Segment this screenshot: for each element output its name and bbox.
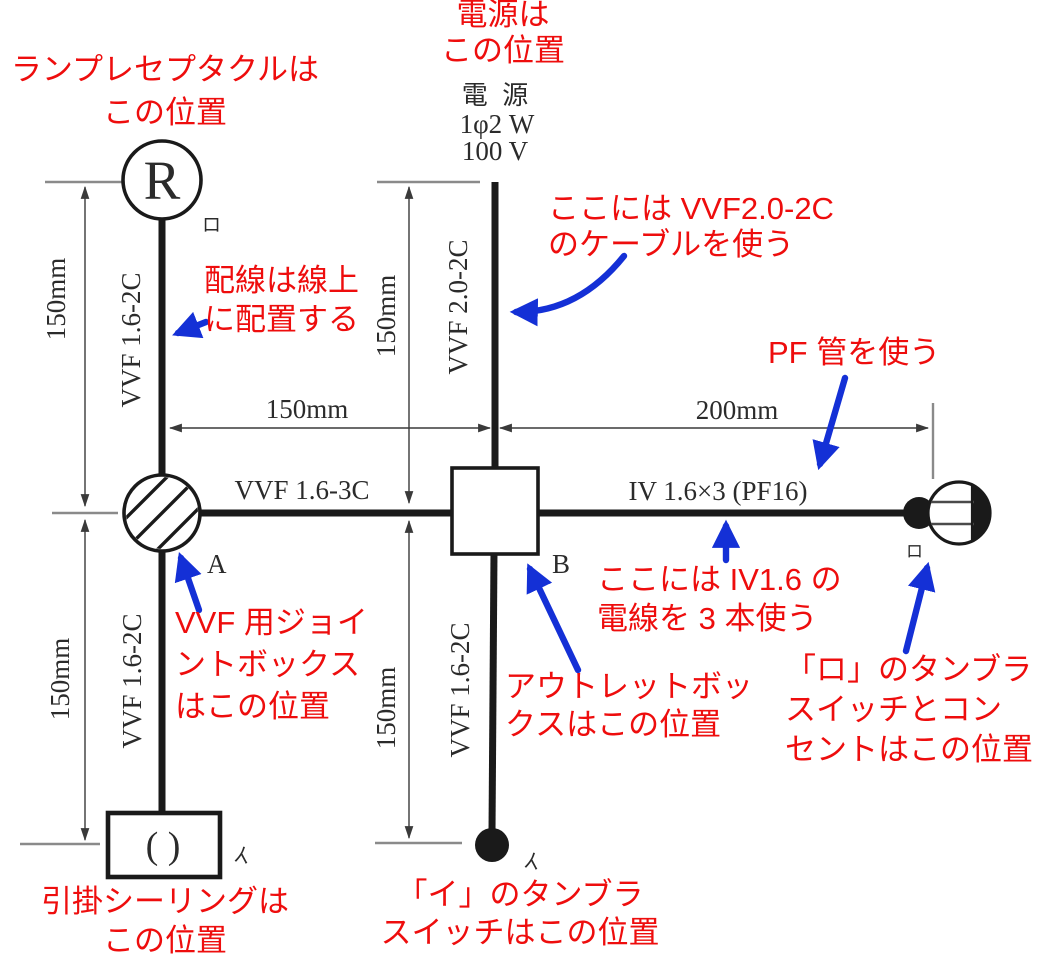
arrow-pf-pipe [812,374,849,471]
annotation-line: PF 管を使う [768,335,941,370]
annotation-switch-ro: 「ロ」のタンブラ スイッチとコン セントはこの位置 [785,650,1033,770]
switch-i-mark: イ [518,849,546,878]
arrow-wiring-on-line [172,311,210,339]
annotation-line: 引掛シーリングは [41,884,289,919]
switch-i-dot [475,828,509,862]
power-name: 電 源 [462,81,533,110]
annotation-ceiling: 引掛シーリングは この位置 [0,882,330,960]
dim-label-center-upper: 150mm [371,275,401,358]
switch-ro-dot [903,497,935,529]
ceiling-switch-mark: イ [228,843,256,872]
cable-label-jointbox-ceiling: VVF 1.6-2C [117,613,147,748]
outlet-box-square [450,466,540,556]
arrow-switch-ro [902,561,936,655]
annotation-line: はこの位置 [175,689,330,724]
annotation-line: ここには VVF2.0-2C [548,191,834,226]
annotation-power-source: 電源は この位置 [413,0,593,69]
arrow-joint-box [174,552,203,614]
lamp-circle [121,139,203,221]
switch-ro-symbol: ロ [903,497,935,561]
annotation-line: この位置 [441,33,565,68]
annotation-line: 「ロ」のタンブラ [785,652,1033,687]
receptacle-fill [929,483,989,543]
dimension-lines [80,185,930,842]
lamp-switch-mark: ロ [202,215,221,236]
arrow-vvf20-cable [509,252,628,327]
cable-label-outletbox-receptacle: IV 1.6×3 (PF16) [629,476,808,506]
dim-label-horizontal-150: 150mm [266,394,349,424]
wire-outletbox-to-switch [488,551,498,833]
annotation-arrows [172,252,936,674]
annotation-line: ントボックス [175,647,361,682]
annotation-switch-i: 「イ」のタンブラ スイッチはこの位置 [340,876,700,952]
cable-label-power-outletbox: VVF 2.0-2C [443,239,473,374]
wires [158,182,905,833]
annotation-outlet-box: アウトレットボッ クスはこの位置 [505,668,753,744]
annotation-line: に配置する [204,302,359,337]
dimension-labels: 150mm 150mm 150mm 150mm 150mm 200mm [41,258,778,750]
dim-label-horizontal-200: 200mm [696,395,779,425]
annotation-pf-pipe: PF 管を使う [768,334,940,372]
annotation-line: 電源は [456,0,550,32]
annotation-line: この位置 [103,923,227,958]
lamp-letter: R [144,150,181,211]
annotation-line: ここには IV1.6 の [597,562,842,597]
cable-label-jointbox-outletbox: VVF 1.6-3C [234,475,369,505]
annotation-line: アウトレットボッ [505,669,753,704]
power-voltage: 100 V [462,136,529,166]
annotation-line: 「イ」のタンブラ [396,877,644,912]
ceiling-rose-symbol: ( ) イ [105,810,256,880]
cable-label-outletbox-switch: VVF 1.6-2C [445,622,475,757]
power-phase: 1φ2 W [460,109,535,139]
annotation-iv-wire: ここには IV1.6 の 電線を 3 本使う [597,560,842,638]
joint-box-letter: A [207,549,227,579]
annotation-line: セントはこの位置 [785,732,1033,767]
switch-ro-mark: ロ [906,542,923,561]
outlet-box-letter: B [552,549,570,579]
annotation-vvf20-cable: ここには VVF2.0-2C のケーブルを使う [548,191,834,263]
switch-i-symbol: イ [475,828,546,878]
annotation-line: スイッチはこの位置 [380,915,660,950]
receptacle-symbol [926,480,992,546]
annotation-wiring-on-line: 配線は線上 に配置する [204,261,359,339]
annotation-line: クスはこの位置 [505,707,722,742]
annotation-line: VVF 用ジョイ [175,605,368,640]
annotation-line: 電線を 3 本使う [597,601,818,636]
dim-label-left-lower: 150mm [45,638,75,721]
cable-labels: VVF 1.6-2C VVF 1.6-2C VVF 2.0-2C VVF 1.6… [116,239,808,757]
ceiling-rect [105,810,223,880]
annotation-line: この位置 [103,95,227,130]
annotation-line: スイッチとコン [785,692,1002,727]
annotation-lamp-receptacle: ランプレセプタクルは この位置 [0,48,330,134]
joint-box-symbol: A [122,473,227,579]
power-source-labels: 電 源 1φ2 W 100 V [460,81,535,166]
annotation-joint-box: VVF 用ジョイ ントボックス はこの位置 [175,602,368,728]
outlet-box-symbol: B [450,466,570,579]
annotation-line: のケーブルを使う [548,227,795,262]
dim-label-center-lower: 150mm [371,667,401,750]
annotation-line: 配線は線上 [204,263,359,298]
ceiling-glyph: ( ) [146,825,181,867]
annotation-line: ランプレセプタクルは [10,52,320,87]
arrow-outlet-box [526,563,582,674]
dim-label-left-upper: 150mm [41,258,71,341]
lamp-receptacle-symbol: R ロ [121,139,221,236]
cable-label-lamp-jointbox: VVF 1.6-2C [116,272,146,407]
